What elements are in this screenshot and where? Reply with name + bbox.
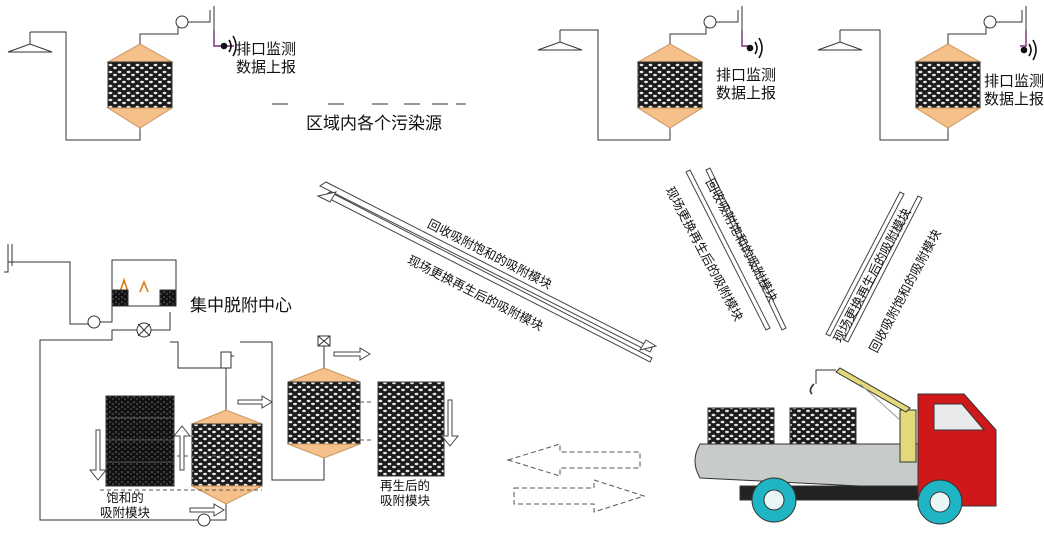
- pollution-source-2: [537, 6, 748, 141]
- truck-wheel-rear: [751, 477, 797, 523]
- saturated-line-1: 饱和的: [106, 490, 144, 505]
- signal-icon: [1020, 39, 1037, 61]
- monitor-line-2: 数据上报: [984, 90, 1044, 108]
- level-lines: [100, 401, 372, 491]
- saturated-module-stack: [105, 395, 175, 487]
- signal-icon: [746, 37, 763, 59]
- central-desorption-unit: [4, 244, 331, 527]
- monitor-line-1: 排口监测: [716, 66, 777, 84]
- truck-wheel-front: [917, 479, 963, 525]
- monitor-line-2: 数据上报: [236, 58, 297, 76]
- emission-monitor-label-1: 排口监测 数据上报: [236, 40, 296, 76]
- emission-monitor-label-3: 排口监测 数据上报: [984, 72, 1044, 108]
- saturated-module-label: 饱和的 吸附模块: [100, 490, 150, 520]
- monitor-line-1: 排口监测: [236, 40, 297, 58]
- central-center-label: 集中脱附中心: [190, 296, 292, 316]
- monitor-line-2: 数据上报: [716, 84, 777, 102]
- signal-icon: [220, 35, 237, 57]
- desorption-tower-2: [287, 367, 361, 459]
- regenerated-line-2: 吸附模块: [380, 493, 431, 508]
- saturated-line-2: 吸附模块: [100, 505, 151, 520]
- regenerated-line-1: 再生后的: [380, 478, 431, 493]
- truck: [694, 367, 997, 507]
- regenerated-module-label: 再生后的 吸附模块: [380, 478, 430, 508]
- emission-monitor-label-2: 排口监测 数据上报: [716, 66, 776, 102]
- pollution-source-3: [817, 6, 1027, 141]
- pollution-source-1: [7, 6, 234, 141]
- regional-sources-label: 区域内各个污染源: [306, 114, 442, 134]
- desorption-tower-1: [191, 409, 263, 505]
- transport-arrows-right: [685, 167, 923, 343]
- monitor-line-1: 排口监测: [984, 72, 1044, 90]
- regenerated-module-stack: [377, 381, 445, 477]
- flow-arrows: [88, 347, 460, 517]
- transport-arrows-left: [316, 181, 658, 363]
- horizontal-transport-arrows: [506, 443, 646, 513]
